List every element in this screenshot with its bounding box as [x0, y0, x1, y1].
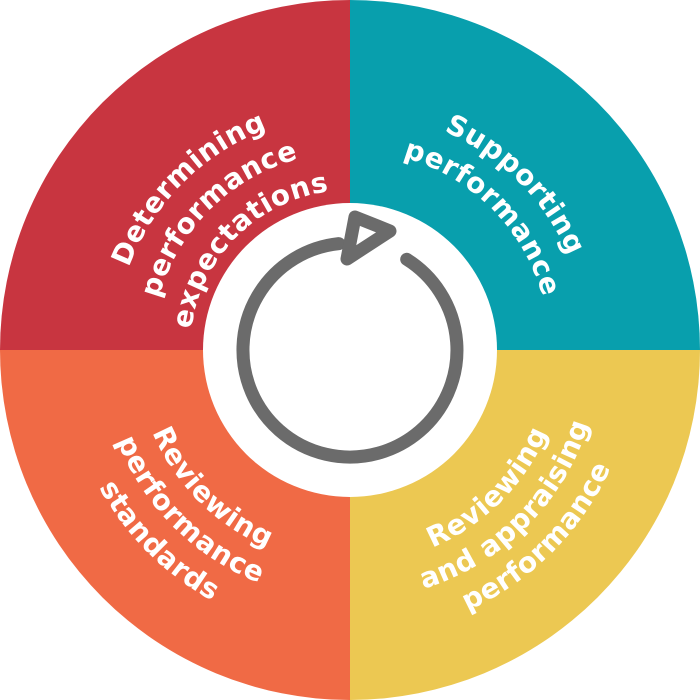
clockwise-cycle-arrow-icon [236, 210, 464, 464]
arrow-arc [236, 237, 464, 464]
arrow-head [340, 210, 397, 266]
